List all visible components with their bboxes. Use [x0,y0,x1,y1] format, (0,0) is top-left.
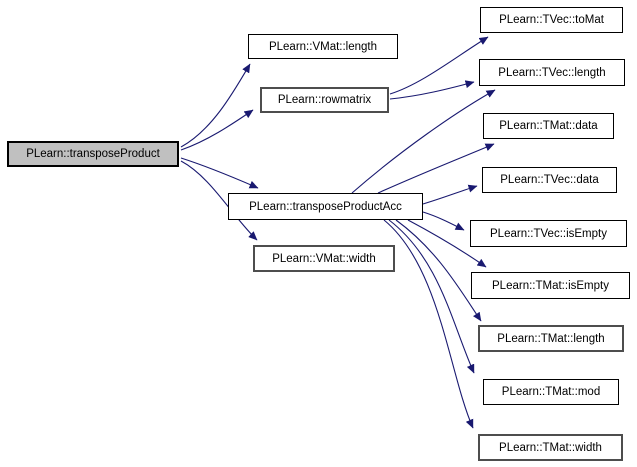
node-transposeProductAcc[interactable]: PLearn::transposeProductAcc [228,193,423,220]
node-TVec-isEmpty[interactable]: PLearn::TVec::isEmpty [470,220,627,247]
node-TMat-isEmpty[interactable]: PLearn::TMat::isEmpty [471,272,630,299]
edge-rowmatrix-to-TVec-length [389,80,475,100]
edge-transposeProduct-to-rowmatrix [180,109,254,151]
edge-transposeProductAcc-to-TMat-data [377,143,495,194]
node-TMat-mod[interactable]: PLearn::TMat::mod [483,379,619,405]
node-rowmatrix[interactable]: PLearn::rowmatrix [260,87,389,113]
node-TMat-length[interactable]: PLearn::TMat::length [478,325,624,352]
edge-transposeProduct-to-transposeProductAcc [180,157,259,189]
node-VMat-length[interactable]: PLearn::VMat::length [248,34,398,59]
edge-transposeProductAcc-to-TVec-data [422,184,478,205]
edge-rowmatrix-to-TVec-toMat [389,36,489,95]
edge-transposeProductAcc-to-TVec-isEmpty [422,211,465,231]
edge-transposeProductAcc-to-TMat-isEmpty [407,219,487,268]
node-VMat-width[interactable]: PLearn::VMat::width [253,245,395,272]
edge-transposeProduct-to-VMat-width [180,160,258,241]
node-transposeProduct: PLearn::transposeProduct [7,141,179,167]
node-TVec-toMat[interactable]: PLearn::TVec::toMat [480,7,623,33]
edge-transposeProductAcc-to-TMat-length [395,219,482,322]
edge-transposeProductAcc-to-TMat-mod [388,219,475,374]
edge-transposeProductAcc-to-TMat-width [383,219,474,429]
edge-transposeProduct-to-VMat-length [180,63,251,148]
node-TVec-data[interactable]: PLearn::TVec::data [482,167,617,193]
node-TMat-width[interactable]: PLearn::TMat::width [478,434,623,461]
edge-transposeProductAcc-to-TVec-length [351,89,496,194]
node-TVec-length[interactable]: PLearn::TVec::length [479,59,625,86]
node-TMat-data[interactable]: PLearn::TMat::data [483,113,614,139]
